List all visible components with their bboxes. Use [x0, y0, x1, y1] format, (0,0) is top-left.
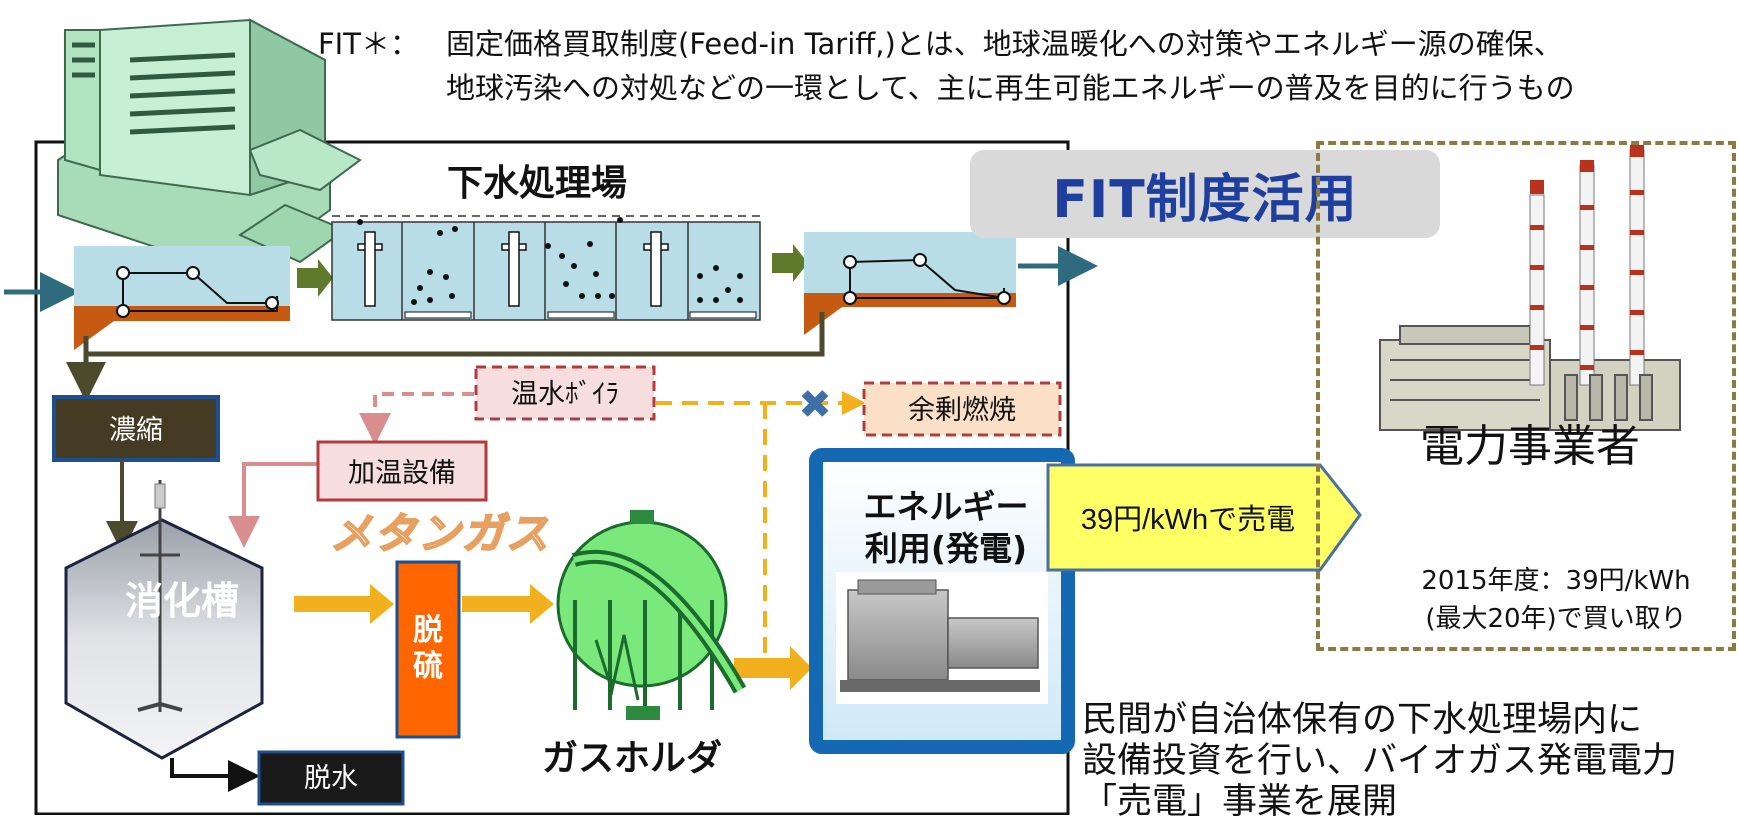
purchase-note-line2: (最大20年)で買い取り: [1425, 604, 1687, 634]
generator-illustration: [836, 572, 1048, 704]
sludge-line: [86, 312, 825, 357]
flow-arrow-to-aeration: [297, 259, 333, 297]
dewatering-box: [257, 750, 405, 806]
power-company-frame: [1316, 141, 1736, 651]
dewatering-label: 脱水: [304, 763, 358, 793]
methane-gas-label: メタンガス: [329, 508, 551, 559]
purchase-note: 2015年度：39円/kWh (最大20年)で買い取り: [1386, 562, 1726, 638]
holder-to-generator-arrow: [734, 646, 812, 690]
energy-use-title: エネルギー 利用(発電): [826, 486, 1066, 570]
hot-water-boiler-box: [474, 365, 656, 421]
hot-water-boiler-label: 温水ﾎﾞｲﾗ: [511, 379, 619, 409]
digester-to-desulf-arrow: [294, 584, 394, 624]
description-line3: 「売電」事業を展開: [1082, 782, 1398, 822]
plant-building-illustration: [57, 18, 362, 277]
plant-title: 下水処理場: [447, 163, 628, 204]
desulfurization-label-2: 硫: [413, 649, 443, 683]
flow-arrow-to-final: [772, 244, 808, 282]
desulf-to-holder-arrow: [462, 584, 554, 624]
purchase-note-line1: 2015年度：39円/kWh: [1421, 566, 1691, 596]
sell-electricity-label: 39円/kWhで売電: [1081, 503, 1295, 536]
fit-label: FIT＊：: [318, 27, 419, 61]
description-line2: 設備投資を行い、バイオガス発電電力: [1082, 741, 1678, 781]
primary-settling-tank: [74, 246, 290, 350]
digester-label: 消化槽: [125, 581, 239, 623]
description-line1: 民間が自治体保有の下水処理場内に: [1082, 700, 1643, 740]
desulfurization-label-1: 脱: [413, 614, 443, 647]
heating-equipment-label: 加温設備: [348, 458, 456, 488]
digester-to-dewatering-arrow: [170, 758, 260, 792]
concentration-box: [52, 395, 220, 462]
power-company-label: 電力事業者: [1420, 421, 1640, 472]
fit-note-line1: 固定価格買取制度(Feed-in Tariff,)とは、地球温暖化への対策やエネ…: [446, 27, 1563, 61]
energy-use-line1: エネルギー: [863, 487, 1029, 526]
heating-equipment-box: [316, 440, 488, 502]
gas-holder-label: ガスホルダ: [542, 737, 722, 778]
desulfurization-box: [395, 560, 461, 739]
surplus-combustion-box: [862, 381, 1062, 437]
surplus-combustion-label: 余剰燃焼: [908, 395, 1016, 425]
gas-holder-illustration: [556, 510, 747, 720]
energy-use-line2: 利用(発電): [864, 529, 1028, 568]
fit-note: FIT＊： 固定価格買取制度(Feed-in Tariff,)とは、地球温暖化への…: [318, 22, 1575, 110]
digester-tank: [64, 480, 264, 760]
boiler-to-heating-line: [359, 392, 474, 445]
concentration-label: 濃縮: [109, 415, 163, 445]
sell-electricity-arrow: [1046, 463, 1362, 572]
final-settling-tank: [804, 232, 1016, 335]
blocked-cross-icon: ✖: [798, 382, 832, 428]
business-description: 民間が自治体保有の下水処理場内に 設備投資を行い、バイオガス発電電力 「売電」事…: [1082, 700, 1677, 823]
fit-note-line2: 地球汚染への対処などの一環として、主に再生可能エネルギーの普及を目的に行うもの: [446, 71, 1575, 105]
aeration-tank: [331, 215, 761, 321]
fit-banner: FIT制度活用: [970, 150, 1440, 238]
heating-to-digester-line: [228, 462, 318, 548]
power-plant-illustration: [1379, 145, 1681, 431]
